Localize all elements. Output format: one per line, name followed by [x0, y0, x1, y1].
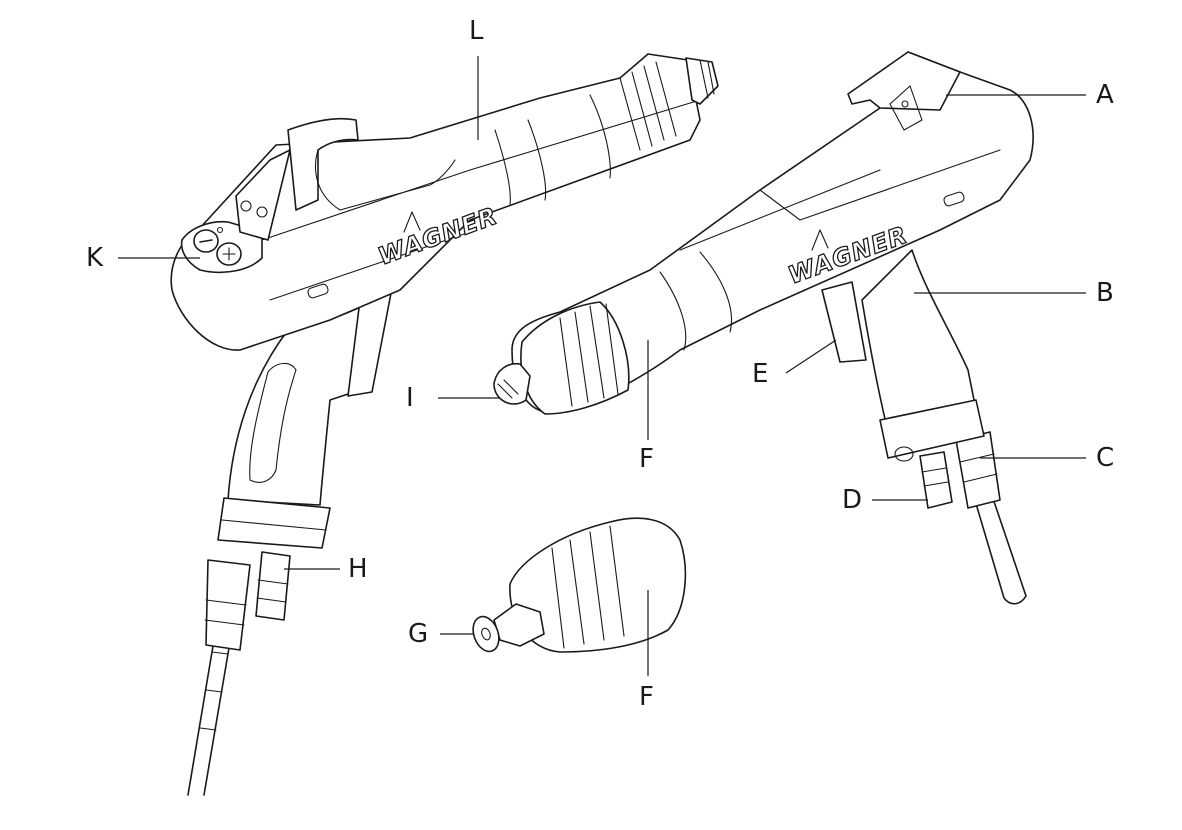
right-barrel-seam-2	[699, 251, 733, 333]
left-barrel-seam-3	[589, 94, 611, 179]
callout-A: A	[1096, 80, 1114, 110]
right-trigger	[821, 281, 867, 363]
callout-G: G	[408, 619, 429, 649]
right-nozzle-tip	[493, 362, 531, 405]
callout-K: K	[86, 243, 104, 273]
right-handle-collar	[879, 399, 985, 459]
right-cable-strain-relief	[955, 431, 1001, 509]
right-front-nut	[520, 301, 630, 415]
right-badge	[943, 191, 965, 207]
right-air-connector	[919, 451, 953, 509]
callout-F2: F	[639, 682, 654, 712]
left-front-nut-ribs	[619, 61, 677, 151]
left-handle-grip-pad	[249, 362, 297, 483]
leader-E	[785, 339, 837, 374]
leader-lines	[118, 56, 1086, 676]
detached-nut-ribs	[551, 525, 625, 649]
detached-nozzle-stem	[493, 603, 545, 647]
right-barrel-seam-1	[659, 271, 687, 351]
right-front-nut-ribs	[559, 303, 619, 407]
left-air-connector	[255, 551, 291, 621]
left-handle-collar	[217, 497, 331, 549]
detached-nozzle-assembly	[472, 517, 687, 653]
left-cable	[187, 639, 231, 796]
flat-jet-nozzle	[472, 615, 500, 653]
detached-nut	[509, 517, 687, 653]
left-gun-body	[170, 53, 701, 351]
callout-I: I	[406, 383, 414, 413]
callout-C: C	[1096, 443, 1115, 473]
right-hanger-hook	[847, 51, 961, 111]
left-nozzle-tip	[685, 57, 719, 105]
callout-F1: F	[639, 444, 654, 474]
left-barrel-seam-2	[527, 119, 547, 201]
callout-E: E	[752, 359, 769, 389]
callout-L: L	[469, 16, 484, 46]
left-spray-gun: WAGNER	[170, 53, 719, 796]
left-cable-strain-relief	[205, 559, 251, 651]
callout-H: H	[348, 554, 368, 584]
indicator-led	[216, 226, 224, 234]
left-hanger-hook	[287, 117, 359, 211]
left-display-window	[235, 149, 291, 241]
callout-B: B	[1096, 278, 1114, 308]
right-handle	[861, 249, 979, 441]
minus-icon	[199, 239, 213, 243]
left-badge	[307, 283, 329, 299]
left-barrel-seam-1	[494, 129, 511, 206]
callout-D: D	[842, 485, 863, 515]
plus-icon	[222, 247, 236, 261]
